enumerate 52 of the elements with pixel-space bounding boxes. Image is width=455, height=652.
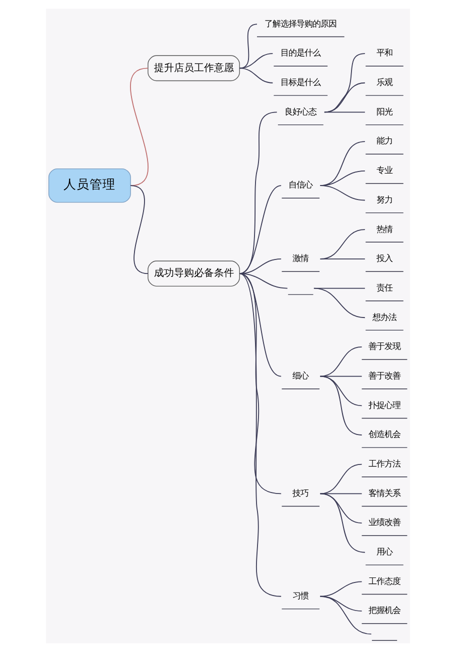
node-text: 阳光	[376, 106, 392, 116]
node-text: 责任	[376, 282, 392, 292]
connector	[323, 82, 365, 113]
node-text: 了解选择导购的原因	[264, 18, 336, 28]
connector	[323, 53, 365, 113]
node-text: 业绩改善	[368, 517, 400, 528]
connector	[319, 464, 362, 494]
connector	[130, 185, 148, 274]
node-box: 人员管理	[48, 168, 130, 203]
node-text: 善于发现	[368, 341, 400, 352]
node-text: 工作态度	[368, 576, 400, 586]
node-text: 努力	[376, 194, 392, 204]
node-text: 想办法	[372, 312, 396, 322]
connector	[319, 258, 365, 260]
node-text: 平和	[376, 48, 392, 58]
node-text: 创造机会	[368, 429, 400, 440]
node-text: 自信心	[288, 180, 312, 190]
connector	[319, 229, 365, 260]
node-text: 激情	[292, 253, 308, 264]
node-text: 用心	[376, 546, 392, 557]
node-text: 乐观	[376, 77, 392, 88]
connector	[238, 273, 282, 597]
node-box: 成功导购必备条件	[147, 260, 240, 287]
node-text: 细心	[292, 370, 308, 380]
node-text: 技巧	[292, 488, 308, 498]
node-text: 习惯	[292, 590, 308, 601]
connector	[238, 53, 273, 69]
node-text: 客情关系	[368, 488, 400, 498]
connector	[238, 68, 273, 84]
connector	[319, 185, 365, 201]
connector	[319, 376, 362, 436]
node-text: 目标是什么	[280, 77, 320, 88]
connector	[319, 493, 362, 524]
node-text: 专业	[376, 165, 392, 176]
connector	[319, 346, 362, 377]
node-text: 工作方法	[368, 458, 400, 468]
node-text: 投入	[376, 253, 392, 264]
node-text: 善于改善	[368, 370, 400, 380]
connector	[323, 112, 365, 113]
node-text: 热情	[376, 224, 392, 234]
node-text: 扑捉心理	[368, 400, 400, 410]
connector	[312, 288, 365, 318]
connector	[238, 273, 288, 289]
connector	[319, 493, 365, 553]
node-text: 把握机会	[368, 605, 400, 616]
connector	[238, 185, 282, 274]
node-text: 目的是什么	[280, 48, 320, 58]
connector	[129, 68, 148, 186]
node-box: 提升店员工作意愿	[147, 55, 240, 82]
connector	[319, 493, 362, 494]
node-text: 良好心态	[284, 106, 316, 116]
node-text: 能力	[376, 136, 392, 146]
